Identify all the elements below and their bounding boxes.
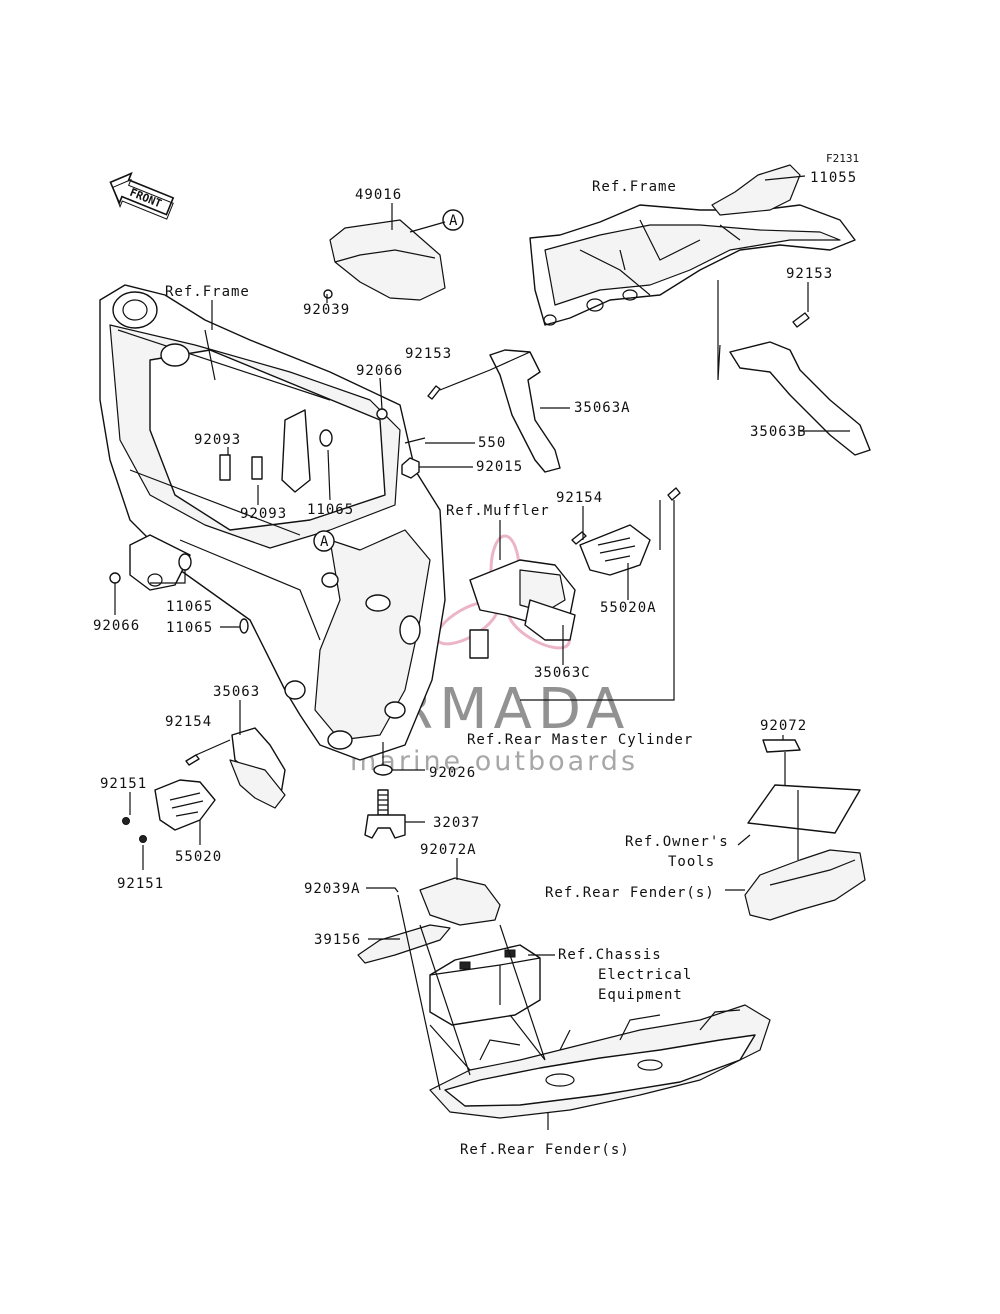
strap-39156: [357, 924, 451, 964]
label-11065-low: 11065: [166, 620, 213, 636]
cap-92066-left: [109, 572, 121, 584]
nut-92015: [401, 457, 420, 479]
bolt-92154-left: [185, 754, 200, 766]
battery-drawing: [429, 944, 541, 1026]
ref-frame-right: Ref.Frame: [592, 179, 677, 195]
label-35063b: 35063B: [750, 424, 807, 440]
owners-tools-pouch: [747, 784, 861, 834]
ref-chassis-line1: Ref.Chassis: [558, 947, 662, 963]
label-32037: 32037: [433, 815, 480, 831]
bracket-35063b: [729, 341, 871, 456]
ref-rear-fender-right: Ref.Rear Fender(s): [545, 885, 715, 901]
label-92039: 92039: [303, 302, 350, 318]
rear-fender-small: [744, 849, 866, 921]
part-11055: [711, 164, 801, 216]
label-35063a: 35063A: [574, 400, 631, 416]
stud-32037: [364, 789, 406, 839]
label-92151-b: 92151: [117, 876, 164, 892]
seat-frame-drawing: [529, 204, 856, 326]
label-49016: 49016: [355, 187, 402, 203]
label-550: 550: [478, 435, 506, 451]
label-92072: 92072: [760, 718, 807, 734]
label-11055: 11055: [810, 170, 857, 186]
label-92072a: 92072A: [420, 842, 477, 858]
pad-92093-a: [219, 454, 231, 481]
pad-92072: [762, 739, 801, 753]
watermark-tagline: marine outboards: [350, 746, 638, 777]
label-11065-mid: 11065: [166, 599, 213, 615]
ref-rear-fender-bottom: Ref.Rear Fender(s): [460, 1142, 630, 1158]
label-92026: 92026: [429, 765, 476, 781]
bolt-92153-center: [427, 385, 441, 400]
washer-92026: [373, 764, 393, 776]
ref-owners-tools-line2: Tools: [668, 854, 715, 870]
marker-a-left-label: A: [320, 534, 329, 550]
marker-a-left: [313, 530, 335, 552]
grommet-11065-mid: [178, 553, 192, 571]
ref-rear-master-cylinder: Ref.Rear Master Cylinder: [467, 732, 693, 748]
pin-550: [404, 437, 426, 444]
main-frame-drawing: [99, 284, 446, 761]
bracket-35063a: [489, 349, 561, 473]
label-55020a: 55020A: [600, 600, 657, 616]
marker-a-top-label: A: [449, 213, 458, 229]
label-11065-top: 11065: [307, 502, 354, 518]
label-92066-left: 92066: [93, 618, 140, 634]
marker-a-top: [442, 209, 464, 231]
label-92154-left: 92154: [165, 714, 212, 730]
label-92153-right: 92153: [786, 266, 833, 282]
bolt-92154-right: [571, 531, 587, 545]
rear-fender-large: [429, 1004, 771, 1119]
label-92039a: 92039A: [304, 881, 361, 897]
cap-92066-top: [376, 408, 388, 420]
right-footrest-assembly: [469, 524, 651, 659]
label-55020: 55020: [175, 849, 222, 865]
ref-owners-tools-line1: Ref.Owner's: [625, 834, 729, 850]
cover-49016: [329, 219, 446, 301]
grommet-11065-low: [239, 618, 249, 634]
label-92093-b: 92093: [240, 506, 287, 522]
label-92066-top: 92066: [356, 363, 403, 379]
ref-chassis-line3: Equipment: [598, 987, 683, 1003]
leader-lines: [114, 175, 850, 1130]
label-92151-a: 92151: [100, 776, 147, 792]
label-92093-a: 92093: [194, 432, 241, 448]
cover-92072a: [419, 877, 501, 926]
reference-labels: Ref.Frame Ref.Frame Ref.Muffler Ref.Rear…: [165, 179, 729, 1158]
grommet-11065-top: [319, 429, 333, 447]
front-arrow-icon: FRONT: [109, 171, 175, 220]
bolt-92153-right: [792, 312, 810, 328]
label-92154-right: 92154: [556, 490, 603, 506]
label-92153-center: 92153: [405, 346, 452, 362]
label-35063c: 35063C: [534, 665, 591, 681]
label-39156: 39156: [314, 932, 361, 948]
label-92015: 92015: [476, 459, 523, 475]
ref-frame-left: Ref.Frame: [165, 284, 250, 300]
label-35063: 35063: [213, 684, 260, 700]
pad-92093-b: [251, 456, 263, 480]
ref-muffler: Ref.Muffler: [446, 503, 550, 519]
callout-labels: 49016 92039 92066 92093 92093 11065 1106…: [93, 170, 857, 948]
screw-92151-a: [122, 817, 130, 825]
bolt-rear-right: [667, 487, 681, 501]
left-footrest-assembly: [154, 727, 286, 831]
screw-92151-b: [139, 835, 147, 843]
bracket-on-frame: [281, 409, 311, 493]
ref-chassis-line2: Electrical: [598, 967, 692, 983]
figure-code: F2131: [826, 152, 859, 165]
